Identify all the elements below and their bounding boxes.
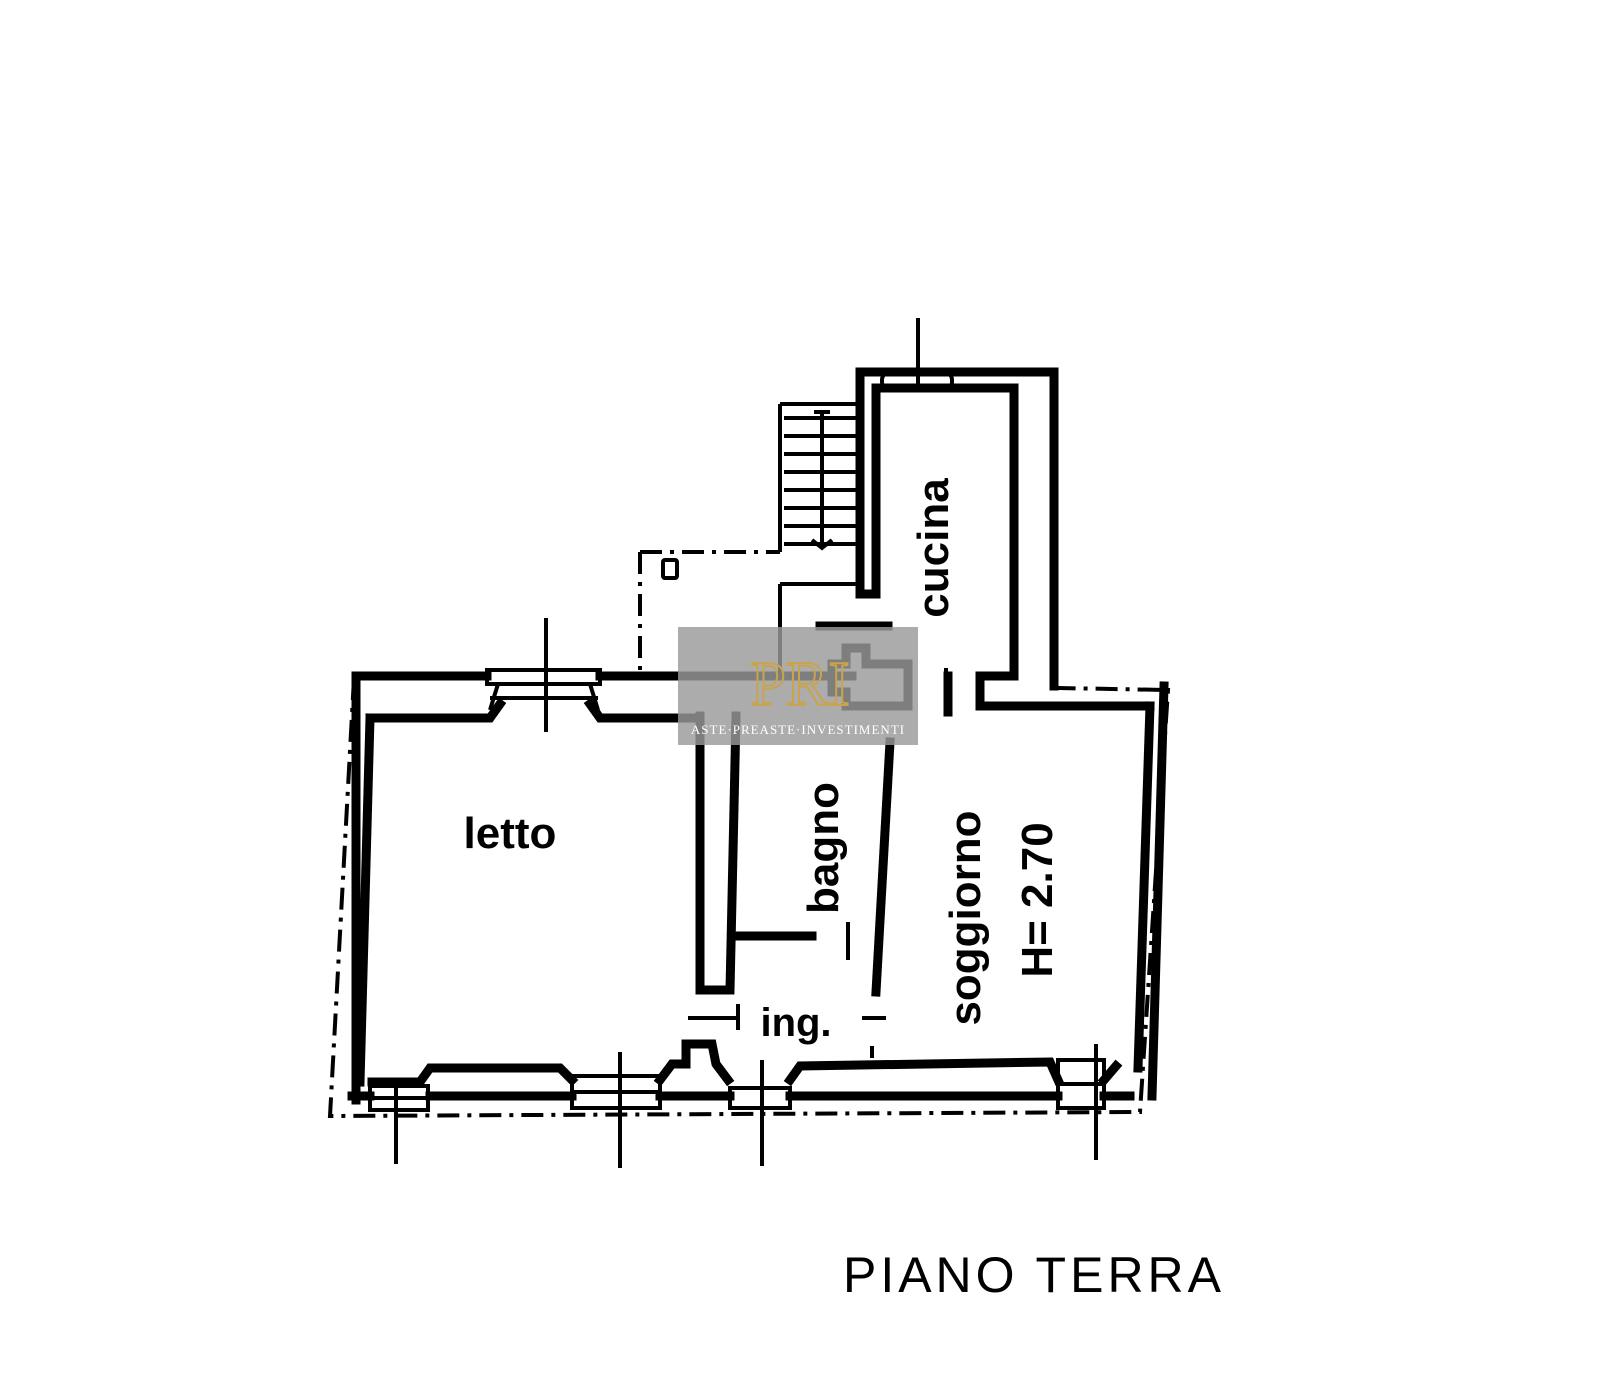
watermark: PRI ASTE·PREASTE·INVESTIMENTI (678, 627, 918, 745)
staircase (784, 410, 856, 551)
entrance-label: ing. (760, 1001, 831, 1045)
room-label-soggiorno: soggiorno (941, 810, 990, 1025)
windows (368, 318, 1106, 1168)
room-label-letto: letto (464, 809, 557, 858)
room-height-label: H= 2.70 (1013, 822, 1062, 977)
room-labels: letto bagno cucina soggiorno H= 2.70 ing… (464, 478, 1062, 1045)
watermark-text: ASTE·PREASTE·INVESTIMENTI (691, 722, 905, 737)
watermark-logo: PRI (750, 648, 850, 719)
room-label-cucina: cucina (909, 478, 958, 618)
room-label-bagno: bagno (799, 782, 848, 914)
plan-title: PIANO TERRA (843, 1247, 1225, 1303)
property-boundary (327, 550, 1171, 1119)
watermark-band (678, 627, 918, 745)
